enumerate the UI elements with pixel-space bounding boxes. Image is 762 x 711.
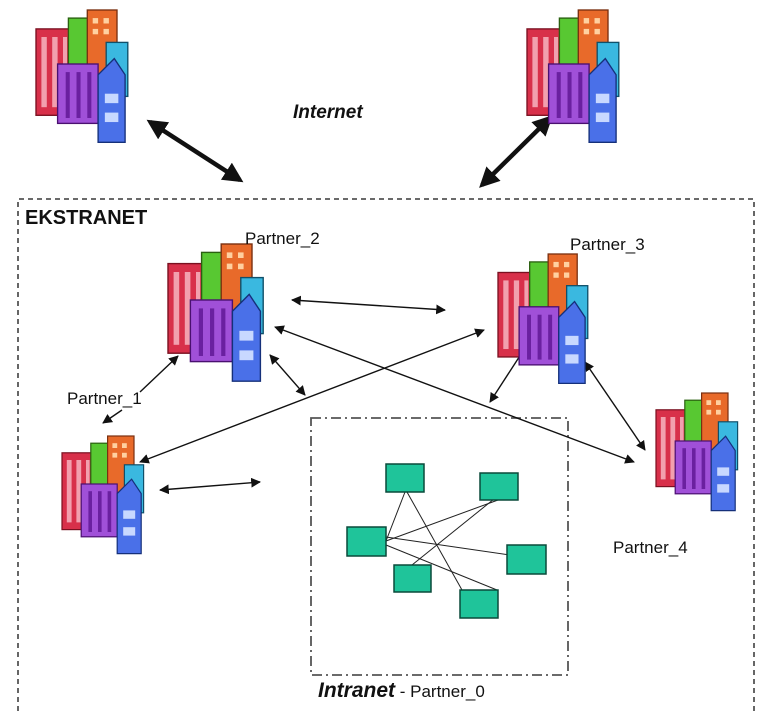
- link-p1-label: [102, 409, 123, 424]
- partner-3-label: Partner_3: [570, 235, 645, 254]
- computer-node-icon: [479, 472, 519, 501]
- ekstranet-label: EKSTRANET: [25, 207, 148, 229]
- link-p2-p3: [291, 295, 446, 315]
- buildings-icon: [497, 253, 589, 385]
- partner-1-label: Partner_1: [67, 389, 142, 408]
- intranet-label: Intranet - Partner_0: [318, 679, 485, 703]
- buildings-icon: [61, 435, 145, 555]
- computer-node-icon: [459, 589, 499, 619]
- extranet-links: [102, 295, 646, 495]
- partner-2-label: Partner_2: [245, 229, 320, 248]
- buildings-icon: [526, 9, 620, 143]
- internet-label: Internet: [293, 102, 363, 123]
- link-p2-p4: [274, 325, 635, 464]
- link-p1-intranet: [159, 477, 261, 495]
- buildings-icon: [35, 9, 129, 143]
- computer-node-icon: [393, 564, 432, 593]
- link-p3-p4: [584, 361, 646, 451]
- partner-4-label: Partner_4: [613, 538, 688, 557]
- internet-link-right: [479, 115, 553, 188]
- internet-link-left: [146, 119, 244, 183]
- buildings-icon: [167, 243, 264, 382]
- intranet-partner-label: - Partner_0: [395, 682, 485, 701]
- buildings-icon: [655, 392, 739, 512]
- link-p1-p2: [139, 355, 179, 393]
- computer-node-icon: [346, 526, 387, 557]
- computer-node-icon: [385, 463, 425, 493]
- ekstranet-border: [17, 198, 755, 711]
- link-p2-intranet: [269, 354, 306, 396]
- intranet-links: [385, 491, 511, 591]
- intranet-title: Intranet: [318, 679, 396, 702]
- computer-node-icon: [506, 544, 547, 575]
